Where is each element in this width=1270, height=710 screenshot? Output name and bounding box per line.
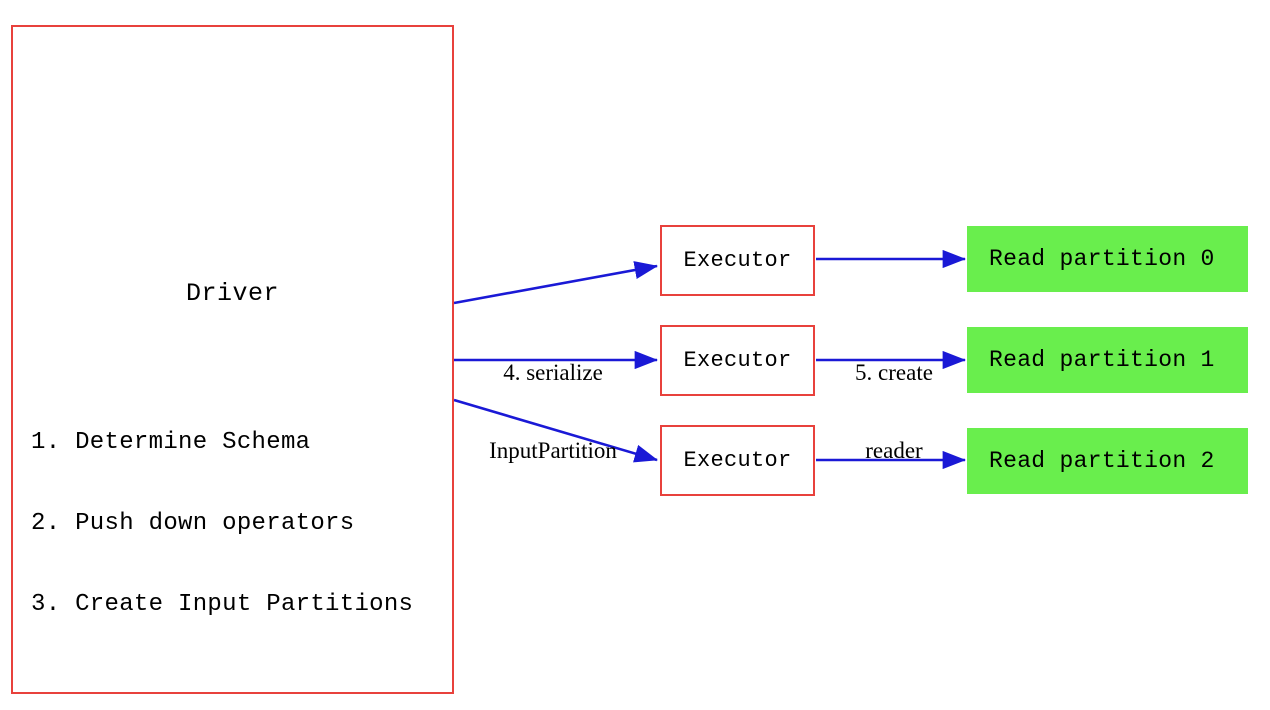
- arrow-driver-to-executor-0: [453, 261, 659, 305]
- driver-steps-list: 1. Determine Schema 2. Push down operato…: [31, 375, 413, 672]
- edge-label-create-reader-line-1: 5. create: [855, 360, 933, 385]
- executor-box-2: Executor: [660, 425, 815, 496]
- executor-box-0: Executor: [660, 225, 815, 296]
- driver-step-1: 1. Determine Schema: [31, 429, 311, 456]
- driver-box: Driver 1. Determine Schema 2. Push down …: [11, 25, 454, 694]
- edge-label-serialize-line-1: 4. serialize: [503, 360, 603, 385]
- arrow-driver-to-executor-2: [453, 398, 658, 463]
- executor-box-1: Executor: [660, 325, 815, 396]
- partition-box-1: Read partition 1: [967, 327, 1248, 393]
- driver-title: Driver: [185, 279, 279, 308]
- driver-step-2: 2. Push down operators: [31, 510, 355, 537]
- edge-label-serialize-line-2: InputPartition: [489, 438, 617, 463]
- edge-label-create-reader-line-2: reader: [865, 438, 923, 463]
- edge-label-create-reader: 5. create reader: [830, 308, 958, 490]
- driver-step-3: 3. Create Input Partitions: [31, 591, 414, 618]
- partition-box-0: Read partition 0: [967, 226, 1248, 292]
- partition-box-2: Read partition 2: [967, 428, 1248, 494]
- edge-label-serialize-input-partition: 4. serialize InputPartition: [470, 308, 636, 490]
